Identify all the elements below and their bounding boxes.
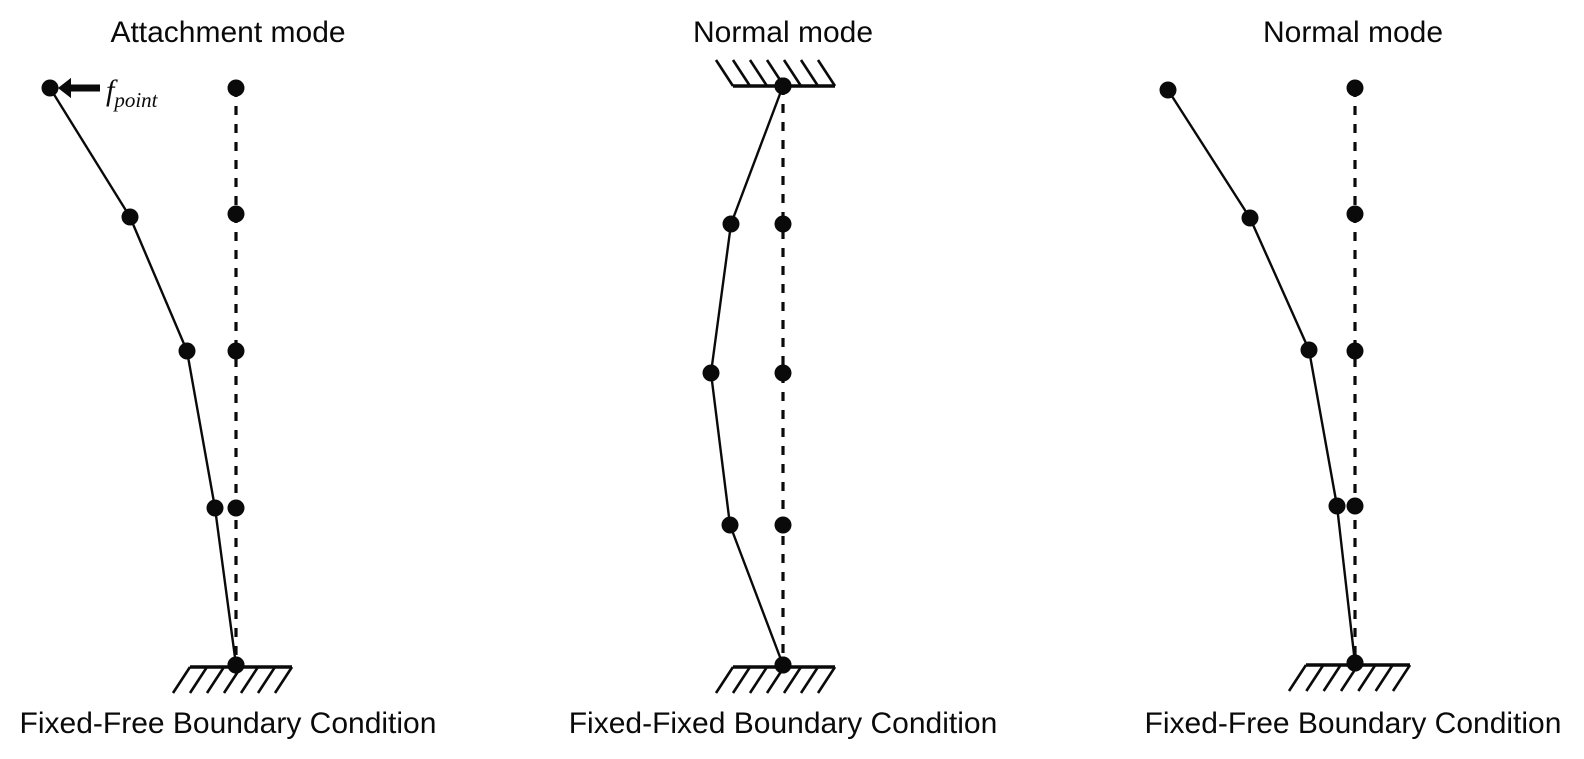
support-node: [774, 77, 792, 95]
panel-title-2: Normal mode: [1262, 16, 1444, 49]
panel-caption-1: Fixed-Fixed Boundary Condition: [568, 707, 998, 740]
hatch-stroke: [748, 59, 769, 87]
force-label: fpoint: [106, 76, 158, 111]
reference-node: [227, 342, 245, 360]
support-node: [227, 656, 245, 674]
panel-caption-2: Fixed-Free Boundary Condition: [1144, 707, 1562, 740]
support-hatching-bottom: [171, 665, 294, 694]
hatch-stroke: [816, 666, 837, 694]
panel-title-1: Normal mode: [692, 16, 874, 49]
hatch-stroke: [205, 666, 226, 694]
reference-node: [774, 364, 792, 382]
hatch-stroke: [239, 666, 260, 694]
hatch-stroke: [782, 666, 803, 694]
panel-caption-0: Fixed-Free Boundary Condition: [19, 707, 437, 740]
hatch-stroke: [1305, 664, 1325, 692]
reference-node: [774, 215, 792, 233]
reference-node: [227, 499, 245, 517]
hatch-stroke: [731, 59, 752, 87]
deformed-shape-curve: [1166, 88, 1357, 665]
reference-node: [227, 79, 245, 97]
panel-normal-fixed-free: [1159, 79, 1412, 692]
hatch-stroke: [782, 59, 803, 87]
deformed-node: [1300, 341, 1318, 359]
support-node: [1346, 654, 1364, 672]
reference-node: [774, 516, 792, 534]
arrow-head: [58, 77, 71, 99]
force-symbol: f: [106, 74, 115, 107]
hatch-stroke: [816, 59, 837, 87]
hatch-stroke: [273, 666, 294, 694]
reference-node: [1346, 342, 1364, 360]
hatch-stroke: [1322, 664, 1342, 692]
deformed-node: [1328, 497, 1346, 515]
deformed-node: [1241, 209, 1259, 227]
deformed-node: [722, 215, 740, 233]
deformed-node: [178, 342, 196, 360]
reference-node: [1346, 497, 1364, 515]
support-node: [774, 656, 792, 674]
reference-node: [1346, 205, 1364, 223]
panel-title-0: Attachment mode: [110, 16, 346, 49]
deformed-node: [702, 364, 720, 382]
hatch-stroke: [188, 666, 209, 694]
hatch-stroke: [1357, 664, 1377, 692]
hatch-stroke: [799, 666, 820, 694]
hatch-stroke: [714, 666, 735, 694]
hatch-stroke: [171, 666, 192, 694]
reference-node: [227, 205, 245, 223]
hatch-stroke: [748, 666, 769, 694]
deformed-node: [721, 516, 739, 534]
hatch-stroke: [799, 59, 820, 87]
reference-node: [1346, 79, 1364, 97]
point-force-arrow: [58, 77, 100, 99]
hatch-stroke: [1287, 664, 1308, 692]
hatch-stroke: [731, 666, 752, 694]
deformed-node: [41, 79, 59, 97]
deformed-shape-curve: [48, 86, 238, 667]
force-subscript: point: [114, 88, 158, 112]
deformed-node: [206, 499, 224, 517]
panel-attachment-fixed-free: [41, 77, 294, 694]
support-hatching-bottom: [714, 665, 837, 694]
deformed-node: [1159, 81, 1177, 99]
hatch-stroke: [1374, 664, 1394, 692]
hatch-stroke: [256, 666, 277, 694]
deformed-node: [121, 208, 139, 226]
hatch-stroke: [1391, 664, 1412, 692]
deformed-shape-curve: [709, 84, 785, 667]
hatch-stroke: [714, 59, 735, 87]
panel-normal-fixed-fixed: [702, 59, 837, 694]
